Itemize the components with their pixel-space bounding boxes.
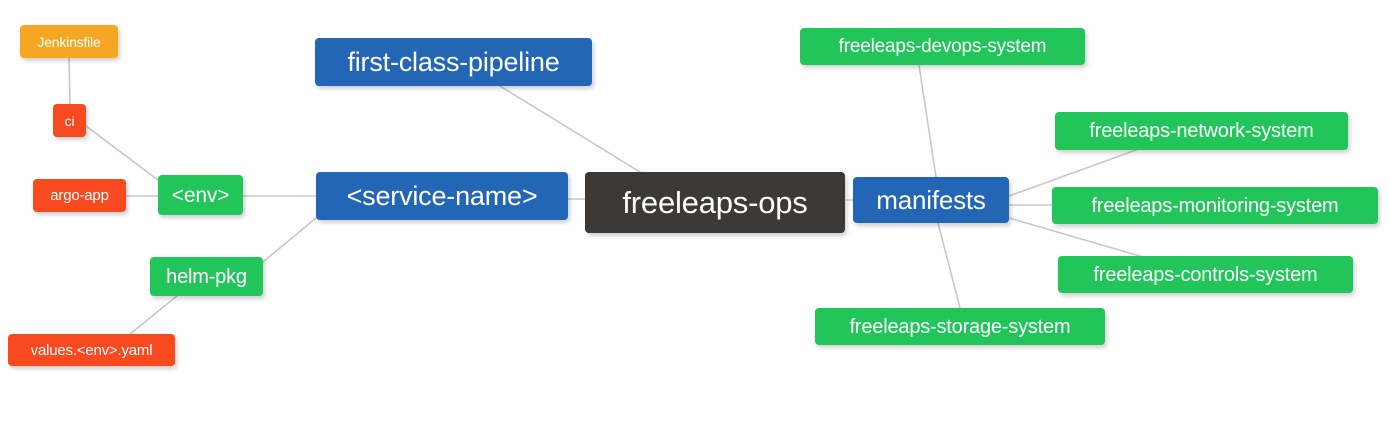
node-label-freeleaps-network-system: freeleaps-network-system	[1089, 120, 1314, 142]
node-label-freeleaps-devops-system: freeleaps-devops-system	[838, 36, 1047, 57]
edge-manifests-to-freeleaps-devops-system	[918, 64, 937, 178]
node-freeleaps-network-system[interactable]: freeleaps-network-system	[1055, 112, 1348, 150]
node-label-freeleaps-storage-system: freeleaps-storage-system	[849, 315, 1071, 338]
node-values-yaml[interactable]: values.<env>.yaml	[8, 334, 175, 366]
node-freeleaps-storage-system[interactable]: freeleaps-storage-system	[815, 308, 1105, 345]
node-service-name[interactable]: <service-name>	[316, 172, 568, 220]
node-label-jenkinsfile: Jenkinsfile	[37, 33, 101, 50]
node-label-helm-pkg: helm-pkg	[166, 265, 247, 288]
node-argo-app[interactable]: argo-app	[33, 179, 126, 212]
node-freeleaps-controls-system[interactable]: freeleaps-controls-system	[1058, 256, 1353, 293]
node-freeleaps-monitoring-system[interactable]: freeleaps-monitoring-system	[1052, 187, 1378, 224]
node-label-freeleaps-controls-system: freeleaps-controls-system	[1093, 263, 1318, 286]
node-manifests[interactable]: manifests	[853, 177, 1009, 223]
edge-manifests-to-freeleaps-storage-system	[937, 222, 961, 309]
edge-helm-pkg-to-values-yaml	[129, 295, 178, 335]
edge-service-name-to-helm-pkg	[262, 217, 317, 263]
node-label-ci: ci	[64, 112, 75, 129]
node-jenkinsfile[interactable]: Jenkinsfile	[20, 25, 118, 58]
node-label-manifests: manifests	[876, 185, 986, 215]
edge-jenkinsfile-to-ci	[68, 57, 71, 105]
node-first-class-pipeline[interactable]: first-class-pipeline	[315, 38, 592, 86]
node-freeleaps-ops[interactable]: freeleaps-ops	[585, 172, 845, 233]
node-label-env: <env>	[171, 183, 230, 207]
node-helm-pkg[interactable]: helm-pkg	[150, 257, 263, 296]
edge-ci-to-env	[85, 125, 159, 181]
node-label-freeleaps-ops: freeleaps-ops	[622, 185, 808, 220]
node-label-values-yaml: values.<env>.yaml	[30, 341, 153, 359]
edge-first-class-pipeline-to-freeleaps-ops	[499, 85, 641, 173]
node-label-freeleaps-monitoring-system: freeleaps-monitoring-system	[1091, 194, 1339, 217]
node-env[interactable]: <env>	[158, 175, 243, 215]
node-label-service-name: <service-name>	[346, 180, 538, 211]
node-ci[interactable]: ci	[53, 104, 86, 137]
node-label-argo-app: argo-app	[50, 187, 109, 204]
node-freeleaps-devops-system[interactable]: freeleaps-devops-system	[800, 28, 1085, 65]
node-label-first-class-pipeline: first-class-pipeline	[347, 46, 560, 77]
